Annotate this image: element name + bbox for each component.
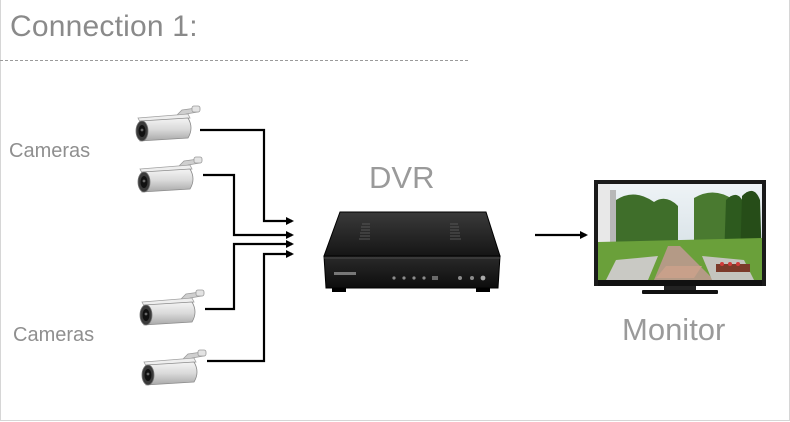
- wire-camera-4: [207, 250, 294, 363]
- wire-camera-2: [203, 173, 294, 239]
- cameras-label-top: Cameras: [9, 140, 91, 162]
- monitor-label: Monitor: [622, 312, 726, 347]
- dvr-label: DVR: [369, 160, 435, 195]
- cameras-label-bottom: Cameras: [13, 324, 95, 346]
- page-title: Connection 1:: [10, 10, 198, 43]
- title-divider: [0, 60, 468, 61]
- wire-camera-1: [200, 128, 294, 225]
- wire-camera-3: [205, 240, 294, 311]
- monitor-icon: [594, 180, 766, 294]
- dvr-icon: [323, 211, 501, 292]
